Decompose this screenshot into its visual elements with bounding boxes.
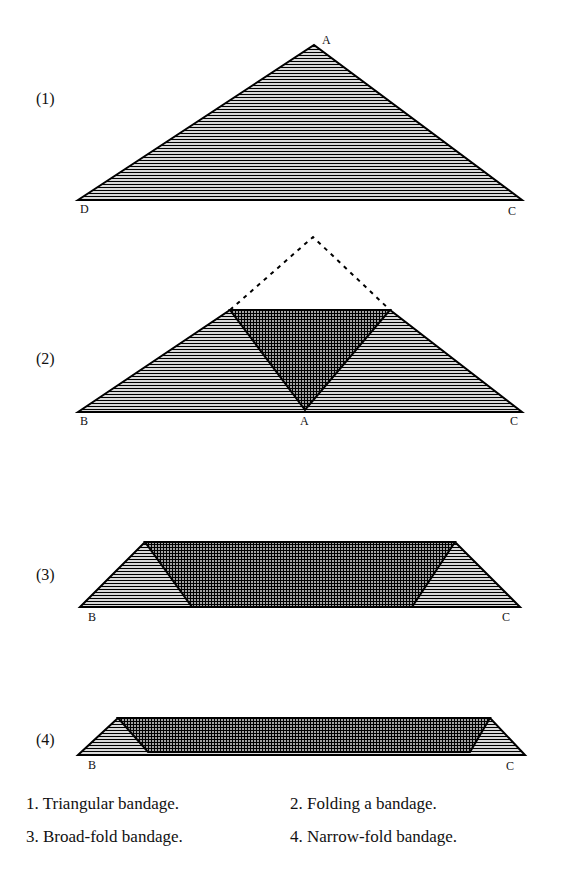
point-letter: C (510, 415, 518, 428)
narrow-fold-band (118, 718, 490, 752)
point-letter: A (300, 415, 309, 428)
point-letter: B (88, 611, 96, 624)
point-letter: C (506, 760, 514, 773)
narrow-fold-bandage (78, 718, 525, 755)
point-letter: B (88, 759, 96, 772)
fold-guide (230, 237, 390, 310)
folding-bandage (78, 310, 522, 412)
figure-caption: 1. Triangular bandage. (26, 795, 179, 814)
figure-number: (4) (36, 731, 55, 749)
figure-caption: 4. Narrow-fold bandage. (290, 828, 457, 847)
broad-fold-bandage (80, 542, 520, 607)
point-letter: A (322, 34, 331, 47)
point-letter: B (80, 415, 88, 428)
figure-caption: 3. Broad-fold bandage. (26, 828, 183, 847)
folded-flap (230, 310, 390, 410)
figure-number: (3) (36, 566, 55, 584)
broad-fold-band (145, 542, 455, 607)
point-letter: C (508, 205, 516, 218)
triangular-bandage (78, 45, 522, 200)
point-letter: D (80, 203, 89, 216)
figure-caption: 2. Folding a bandage. (290, 795, 437, 814)
figure-number: (1) (36, 90, 55, 108)
point-letter: C (502, 611, 510, 624)
figure-number: (2) (36, 350, 55, 368)
